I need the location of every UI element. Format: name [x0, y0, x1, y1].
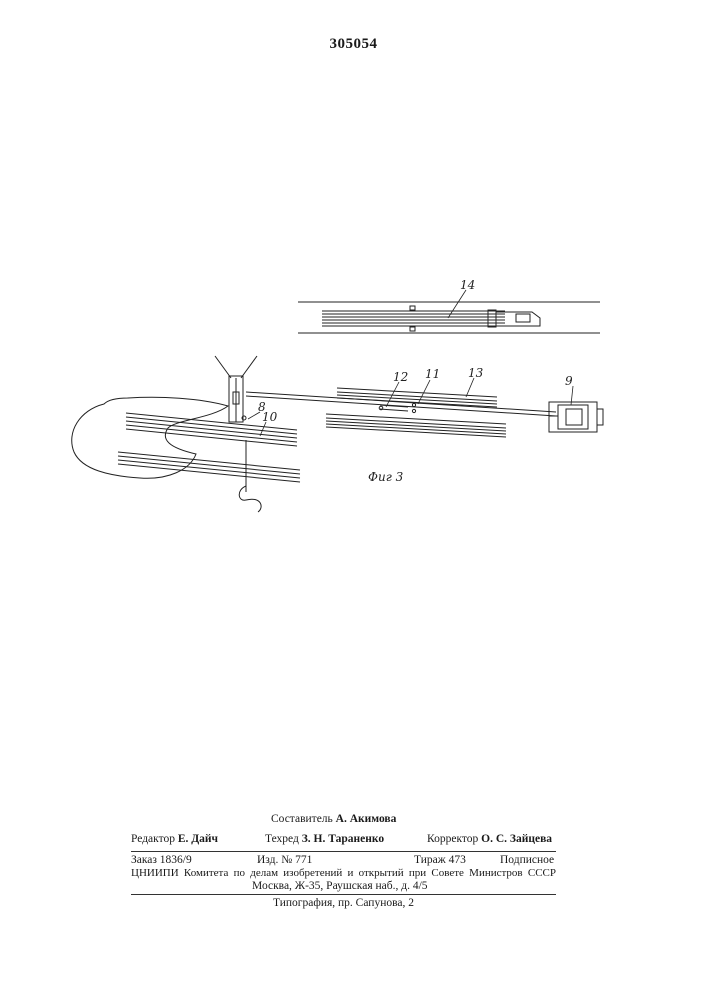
corrector-role: Корректор	[427, 833, 478, 845]
figure-3-drawing: 14 12 11 13 9 8 10 Фиг 3	[0, 0, 707, 560]
upper-drift	[298, 302, 600, 333]
corrector-line: Корректор О. С. Зайцева	[427, 833, 552, 846]
left-stacks-10	[118, 413, 300, 492]
editor-role: Редактор	[131, 833, 175, 845]
techred-role: Техред	[265, 833, 299, 845]
middle-stack	[326, 388, 506, 437]
label-13: 13	[468, 366, 484, 380]
heap-outline	[72, 397, 228, 478]
label-10: 10	[262, 410, 278, 424]
imprint-divider-top	[131, 851, 556, 852]
edition-number: Изд. № 771	[257, 854, 312, 867]
publisher-address: Москва, Ж-35, Раушская наб., д. 4/5	[252, 880, 428, 893]
figure-caption: Фиг 3	[368, 470, 404, 484]
corrector-name: О. С. Зайцева	[481, 833, 552, 845]
circulation: Тираж 473	[414, 854, 466, 867]
subscription: Подписное	[500, 854, 554, 867]
printing-house: Типография, пр. Сапунова, 2	[273, 897, 414, 910]
imprint-divider-bottom	[131, 894, 556, 895]
label-14: 14	[460, 278, 475, 292]
winch-9	[549, 402, 603, 432]
compiler-role: Составитель	[271, 813, 333, 825]
label-12: 12	[393, 370, 408, 384]
label-9: 9	[565, 374, 573, 388]
editor-name: Е. Дайч	[178, 833, 218, 845]
compiler-name: А. Акимова	[336, 813, 397, 825]
techred-line: Техред З. Н. Тараненко	[265, 833, 384, 846]
editor-line: Редактор Е. Дайч	[131, 833, 218, 846]
order-number: Заказ 1836/9	[131, 854, 192, 867]
stand-8	[215, 356, 257, 422]
publisher-line: ЦНИИПИ Комитета по делам изобретений и о…	[131, 867, 556, 880]
hanging-hook	[239, 486, 261, 512]
label-11: 11	[425, 367, 440, 381]
techred-name: З. Н. Тараненко	[302, 833, 384, 845]
compiler-line: Составитель А. Акимова	[271, 813, 396, 826]
